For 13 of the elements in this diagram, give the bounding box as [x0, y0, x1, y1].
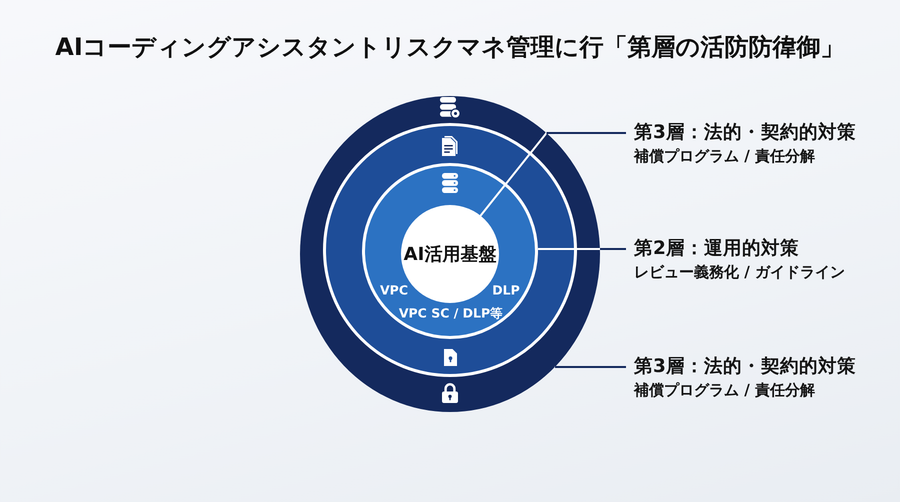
ring-label: DLP: [492, 282, 520, 298]
ring-label: VPC SC / DLP等: [398, 306, 504, 320]
leader-line: [554, 366, 626, 368]
title: AIコーディングアシスタントリスクマネ管理に行「第層の活防防徫御」: [55, 32, 845, 63]
layer-heading: 第3層：法的・契約的対策: [634, 355, 856, 379]
leader-line: [480, 132, 626, 216]
leader-line: [538, 248, 626, 250]
layer-heading: 第3層：法的・契約的対策: [634, 121, 856, 145]
ring-label: VPC: [380, 282, 408, 298]
layer-description: レビュー義務化 / ガイドライン: [634, 262, 846, 283]
layer-description: 補償プログラム / 責任分解: [634, 380, 816, 401]
layer-description: 補償プログラム / 責任分解: [634, 146, 816, 167]
layer-heading: 第2層：運用的対策: [634, 237, 800, 261]
